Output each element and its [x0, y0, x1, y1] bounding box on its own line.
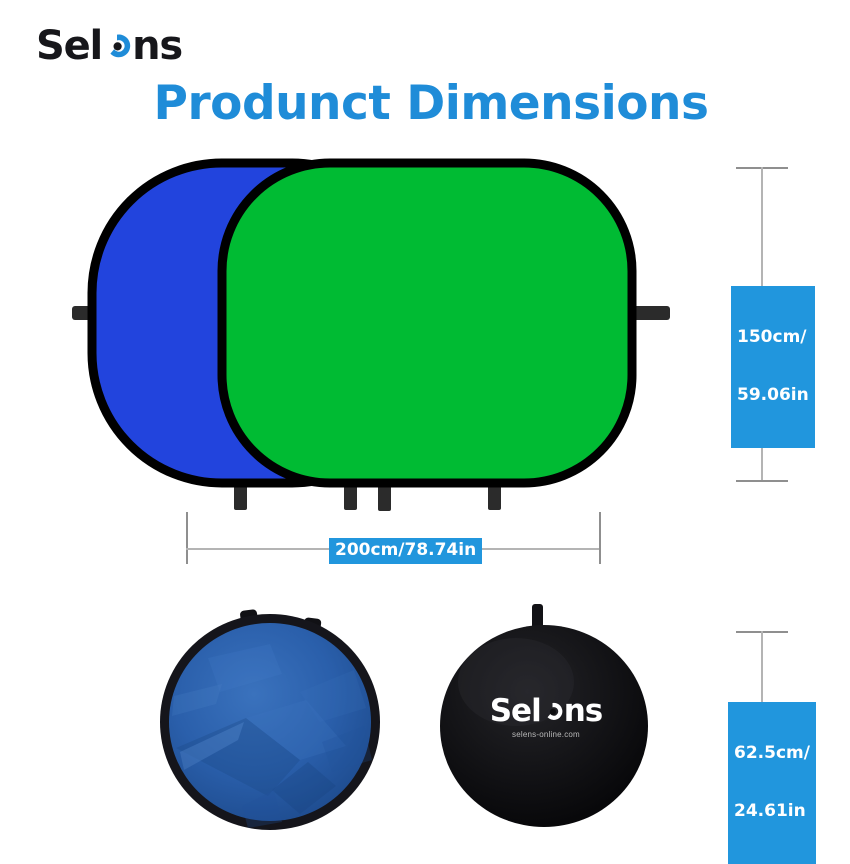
brand-name-part1: Sel: [36, 23, 103, 69]
clip-tab-left: [72, 306, 112, 320]
disc-wrinkles: [172, 644, 372, 828]
dimension-badge-height: 150cm/ 59.06in: [731, 286, 815, 448]
lens-aperture-icon: [103, 32, 131, 60]
dim-value-cm: 62.5cm/: [734, 742, 810, 763]
green-reflector-panel: [217, 158, 637, 488]
dimension-badge-folded: 62.5cm/ 24.61in: [728, 702, 816, 864]
clip-tab-middle: [178, 306, 218, 320]
dim-value-in: 59.06in: [737, 384, 809, 405]
page-title: Produnct Dimensions: [153, 76, 709, 131]
clip-tab-right: [630, 306, 670, 320]
clip-tab-bottom-2: [344, 478, 357, 510]
dim-value-cm: 150cm/: [737, 326, 807, 347]
dim-value-in: 24.61in: [734, 800, 806, 821]
clip-tab-bottom-4: [488, 478, 501, 510]
bag-sheen: [458, 638, 574, 726]
brand-name-part2: ns: [132, 23, 183, 69]
disc-fabric: [169, 623, 371, 821]
bag-body: [440, 625, 648, 827]
clip-tab-bottom-3: [378, 481, 391, 511]
clip-tab-bottom-1: [234, 478, 247, 510]
folded-blue-reflector: [150, 600, 390, 840]
dim-cap-right: [599, 512, 601, 564]
dim-cap-bottom: [736, 480, 788, 482]
dim-cap-left: [186, 512, 188, 564]
dimension-badge-width: 200cm/78.74in: [329, 538, 483, 565]
blue-reflector-panel: [87, 158, 427, 488]
